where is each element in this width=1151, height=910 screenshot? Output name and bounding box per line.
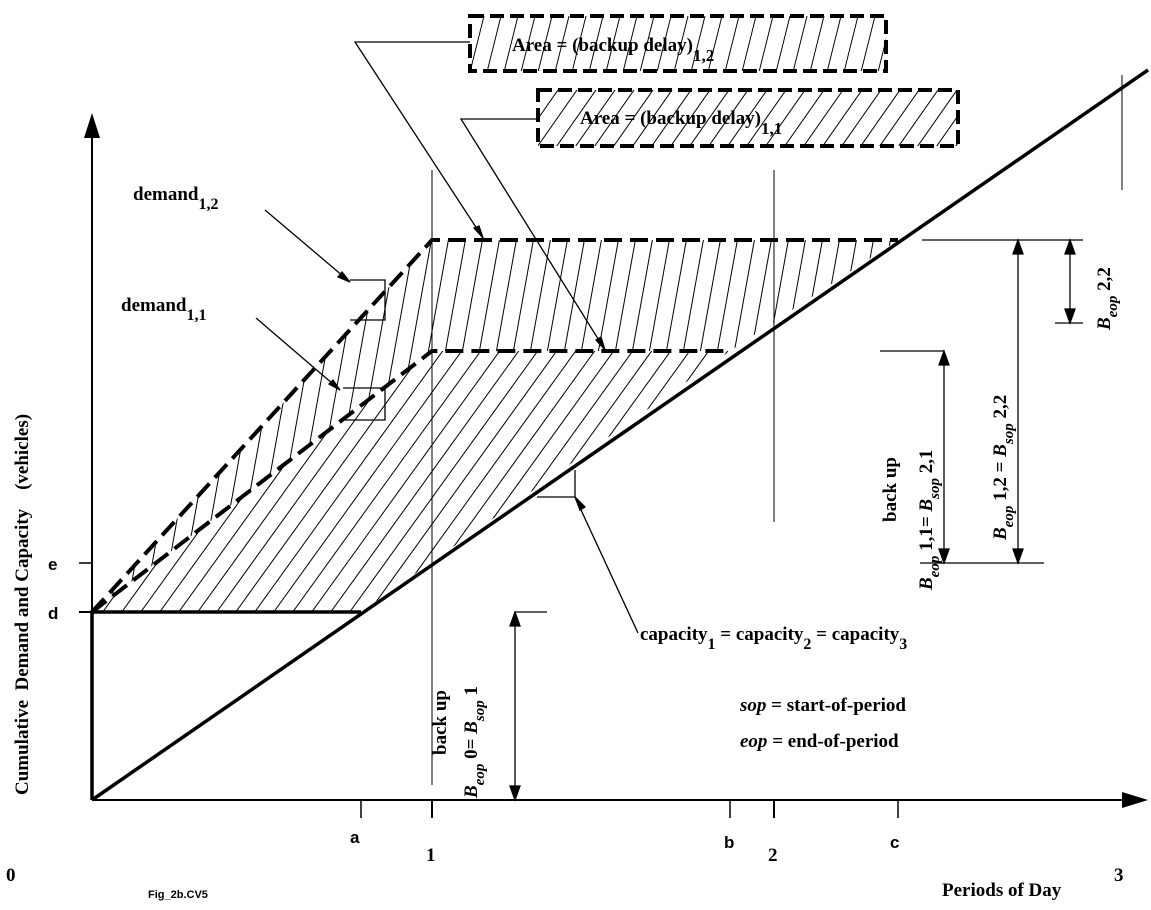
backup-12-formula: Beop 1,2 = Bsop 2,2 [990, 395, 1017, 541]
tick-label-0: 0 [6, 865, 16, 886]
demand-12-label: demand1,2 [133, 184, 218, 213]
caption: Fig_2b.CV5 [148, 889, 208, 901]
tick-label-2: 2 [768, 845, 778, 866]
area-11-label: Area = (backup delay) [580, 108, 761, 129]
backup-11-formula: Beop 1,1= Bsop 2,1 [916, 450, 943, 591]
tick-label-1: 1 [426, 845, 436, 866]
leader-lines [255, 41, 639, 634]
x-axis-label: Periods of Day [942, 880, 1062, 901]
y-axis-label: Cumulative Demand and Capacity (vehicles… [12, 414, 33, 795]
legend-sop: sop = start-of-period [739, 695, 906, 716]
area-12-label: Area = (backup delay) [512, 35, 693, 56]
mark-b: b [724, 833, 734, 852]
backup-measure-22 [1055, 238, 1083, 325]
mark-e: e [48, 555, 57, 574]
demand-11-curve [90, 349, 730, 614]
upper-hatch-area [92, 240, 898, 612]
axes [79, 113, 1148, 818]
x-axis-arrow [1122, 792, 1148, 808]
area-box-12: Area = (backup delay)1,2 [468, 14, 888, 73]
area-11-subscript: 1,1 [761, 119, 782, 138]
area-box-11: Area = (backup delay)1,1 [536, 88, 960, 148]
svg-text:Area = (backup delay)1,1: Area = (backup delay)1,1 [580, 108, 782, 138]
lower-hatch-area [92, 351, 730, 612]
legend-eop: eop = end-of-period [740, 731, 899, 752]
area-12-subscript: 1,2 [693, 46, 714, 65]
demand-12-curve [90, 238, 898, 614]
capacity-label: capacity1 = capacity2 = capacity3 [640, 624, 907, 653]
backup-11-caption: back up [880, 457, 901, 522]
backup-measure-12 [922, 238, 1083, 565]
backup-measure-0 [509, 610, 521, 802]
capacity-line [91, 68, 1149, 802]
backup-measure-11 [880, 349, 1044, 565]
backup-22-formula: Beop 2,2 [1094, 267, 1121, 331]
y-axis-arrow [84, 113, 100, 138]
tick-label-3: 3 [1114, 865, 1124, 886]
backup-0-caption: back up [430, 690, 451, 755]
mark-a: a [350, 828, 360, 847]
mark-c: c [890, 833, 899, 852]
svg-text:Area = (backup delay)1,2: Area = (backup delay)1,2 [512, 35, 714, 65]
backup-0-formula: Beop 0= Bsop 1 [461, 686, 488, 799]
demand-11-label: demand1,1 [121, 295, 206, 324]
mark-d: d [48, 604, 58, 623]
